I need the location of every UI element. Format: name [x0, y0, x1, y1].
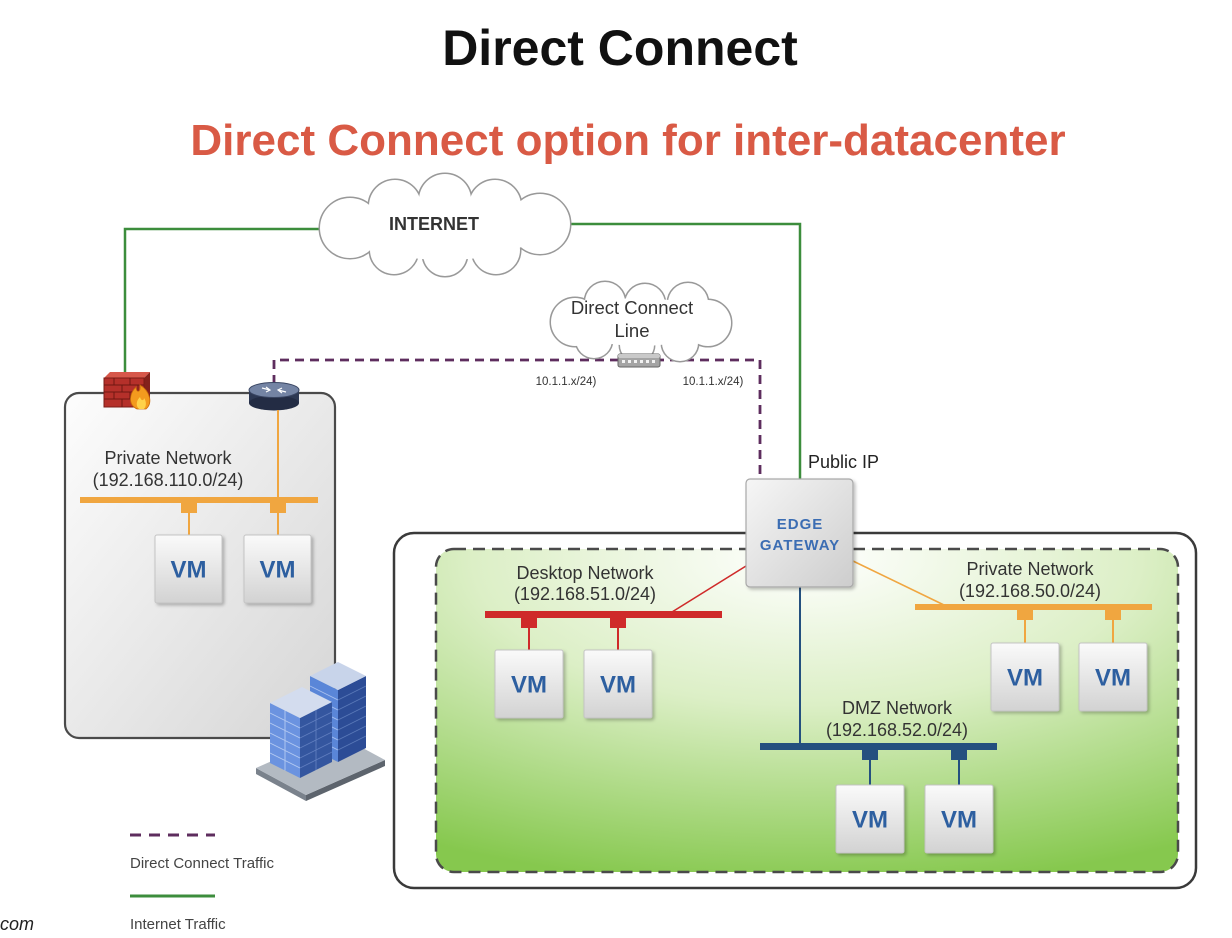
vm-label: VM	[1095, 665, 1131, 692]
edge-gateway-label-line1: EDGE	[777, 516, 824, 533]
network-port	[610, 618, 626, 628]
direct-connect-cloud: Direct Connect Line	[549, 280, 733, 364]
network-port	[521, 618, 537, 628]
vm-label: VM	[600, 672, 636, 699]
internet-link-right	[560, 222, 802, 480]
firewall-icon	[103, 372, 151, 410]
desktop-network-bar	[485, 611, 722, 618]
legend: Direct Connect Traffic Internet Traffic	[130, 833, 274, 933]
vm: VM	[835, 784, 905, 854]
private-network-uplink	[852, 560, 945, 606]
page-title: Direct Connect	[442, 20, 798, 76]
watermark: com	[0, 914, 34, 934]
link-label-left: 10.1.1.x/24)	[536, 376, 597, 388]
legend-internet-label: Internet Traffic	[130, 916, 226, 933]
vm: VM	[154, 534, 223, 604]
network-port	[1017, 610, 1033, 620]
network-port	[181, 503, 197, 513]
network-port	[862, 750, 878, 760]
direct-connect-link	[272, 358, 762, 480]
building-icon	[256, 662, 385, 801]
vm-label: VM	[941, 807, 977, 834]
edge-gateway-label-line2: GATEWAY	[760, 537, 840, 554]
left-network-bar	[80, 497, 318, 503]
vm-label: VM	[260, 557, 296, 584]
vm: VM	[583, 649, 653, 719]
vm: VM	[924, 784, 994, 854]
desktop-network-uplink	[671, 565, 747, 613]
edge-gateway-box	[745, 478, 854, 588]
edge-gateway: EDGE GATEWAY	[745, 478, 854, 588]
router-icon	[248, 382, 300, 411]
vm: VM	[990, 642, 1060, 712]
vm-label: VM	[171, 557, 207, 584]
page-subtitle: Direct Connect option for inter-datacent…	[190, 116, 1065, 165]
network-port	[1105, 610, 1121, 620]
dmz-network-bar	[760, 743, 997, 750]
network-port	[951, 750, 967, 760]
internet-link-left	[123, 227, 330, 380]
desktop-network-cidr: (192.168.51.0/24)	[514, 584, 656, 604]
right-network-bar	[915, 604, 1152, 610]
link-label-right: 10.1.1.x/24)	[683, 376, 744, 388]
vm: VM	[494, 649, 564, 719]
right-network-cidr: (192.168.50.0/24)	[959, 581, 1101, 601]
internet-cloud-label: INTERNET	[389, 214, 479, 234]
dmz-network: DMZ Network (192.168.52.0/24) VM VM	[760, 698, 997, 854]
dmz-network-name: DMZ Network	[842, 698, 953, 718]
right-private-network: Private Network (192.168.50.0/24) VM VM	[915, 559, 1152, 712]
network-port	[270, 503, 286, 513]
public-ip-label: Public IP	[808, 452, 879, 472]
direct-connect-cloud-label-line1: Direct Connect	[571, 297, 693, 318]
legend-direct-connect-label: Direct Connect Traffic	[130, 855, 274, 872]
dmz-network-cidr: (192.168.52.0/24)	[826, 720, 968, 740]
vm: VM	[243, 534, 312, 604]
vm: VM	[1078, 642, 1148, 712]
left-private-network: Private Network (192.168.110.0/24) VM VM	[80, 410, 318, 604]
vm-label: VM	[511, 672, 547, 699]
desktop-network: Desktop Network (192.168.51.0/24) VM VM	[485, 563, 722, 719]
right-network-name: Private Network	[966, 559, 1094, 579]
left-network-cidr: (192.168.110.0/24)	[93, 470, 244, 490]
direct-connect-cloud-label-line2: Line	[615, 320, 650, 341]
internet-cloud: INTERNET	[318, 172, 572, 278]
vm-label: VM	[852, 807, 888, 834]
switch-icon	[617, 353, 661, 368]
desktop-network-name: Desktop Network	[516, 563, 654, 583]
vm-label: VM	[1007, 665, 1043, 692]
left-network-name: Private Network	[104, 448, 232, 468]
